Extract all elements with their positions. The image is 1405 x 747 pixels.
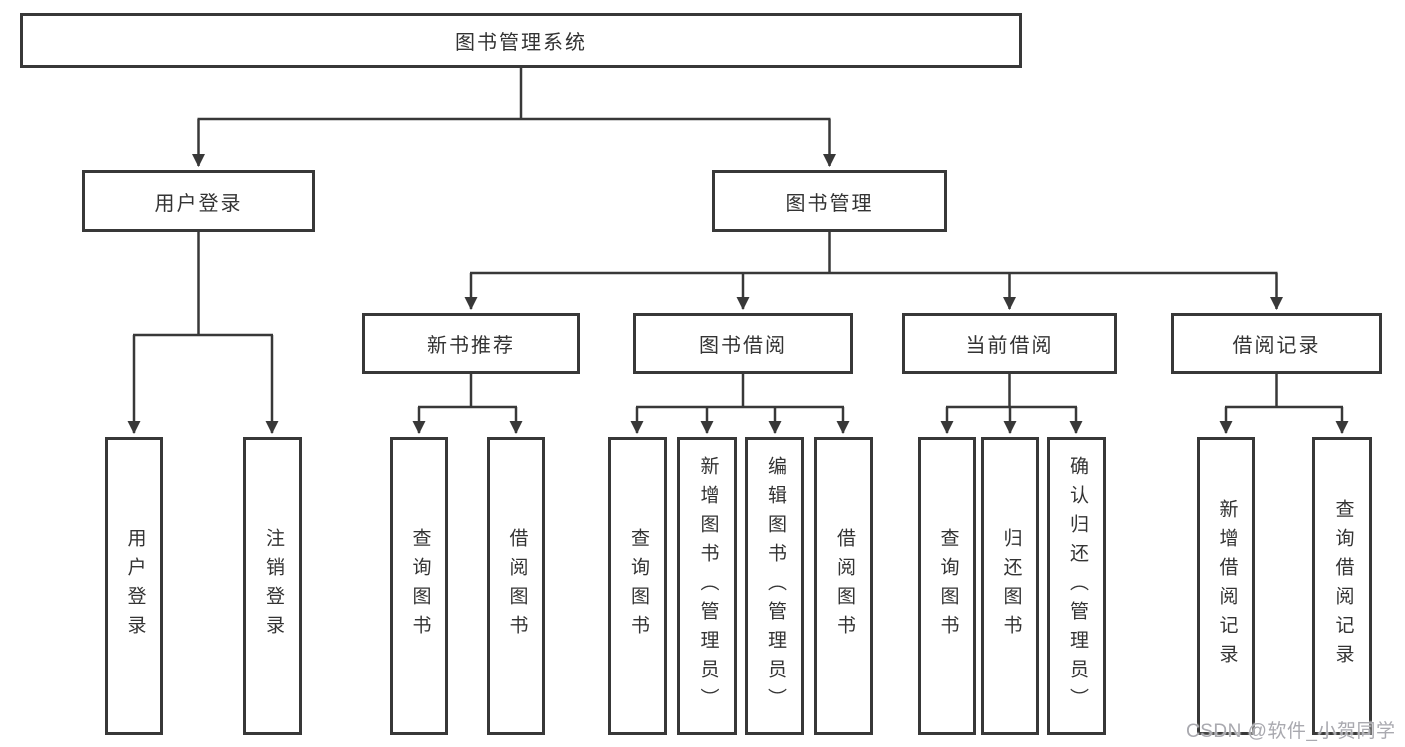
node-label: 用户登录 — [124, 528, 146, 644]
leaf-edit-books-admin: 编辑图书（管理员） — [745, 437, 804, 735]
node-label: 借阅图书 — [506, 528, 528, 644]
node-label: 借阅图书 — [833, 528, 855, 644]
leaf-add-borrow-record: 新增借阅记录 — [1197, 437, 1255, 735]
leaf-add-books-admin: 新增图书（管理员） — [677, 437, 737, 735]
node-label: 查询图书 — [937, 528, 959, 644]
leaf-query-borrow-record: 查询借阅记录 — [1312, 437, 1372, 735]
node-label: 注销登录 — [262, 528, 284, 644]
node-label: 确认归还（管理员） — [1066, 455, 1088, 717]
leaf-borrow-books: 借阅图书 — [814, 437, 873, 735]
leaf-borrow-books-recommend: 借阅图书 — [487, 437, 545, 735]
node-new-book-recommendation: 新书推荐 — [362, 313, 580, 374]
leaf-return-books: 归还图书 — [981, 437, 1039, 735]
leaf-query-books-recommend: 查询图书 — [390, 437, 448, 735]
node-label: 编辑图书（管理员） — [764, 455, 786, 717]
node-label: 归还图书 — [1000, 528, 1022, 644]
node-label: 当前借阅 — [965, 335, 1054, 357]
node-book-management: 图书管理 — [712, 170, 947, 232]
node-label: 用户登录 — [154, 192, 243, 215]
leaf-query-books-current: 查询图书 — [918, 437, 976, 735]
node-label: 新增图书（管理员） — [697, 455, 719, 717]
node-label: 图书借阅 — [699, 335, 787, 357]
node-label: 新书推荐 — [427, 335, 515, 357]
node-label: 图书管理系统 — [455, 32, 587, 54]
csdn-watermark: CSDN @软件_小贺同学 — [1186, 721, 1396, 742]
node-user-login: 用户登录 — [82, 170, 315, 232]
node-label: 新增借阅记录 — [1216, 499, 1238, 673]
leaf-user-login: 用户登录 — [105, 437, 163, 735]
node-book-borrowing: 图书借阅 — [633, 313, 853, 374]
node-current-borrowing: 当前借阅 — [902, 313, 1117, 374]
leaf-query-books-borrowing: 查询图书 — [608, 437, 667, 735]
node-library-management-system: 图书管理系统 — [20, 13, 1022, 68]
node-label: 借阅记录 — [1232, 335, 1321, 357]
node-label: 查询图书 — [409, 528, 431, 644]
leaf-logout: 注销登录 — [243, 437, 302, 735]
node-borrowing-records: 借阅记录 — [1171, 313, 1382, 374]
node-label: 查询图书 — [627, 528, 649, 644]
node-label: 图书管理 — [785, 192, 874, 215]
node-label: 查询借阅记录 — [1332, 499, 1354, 673]
leaf-confirm-return-admin: 确认归还（管理员） — [1047, 437, 1106, 735]
